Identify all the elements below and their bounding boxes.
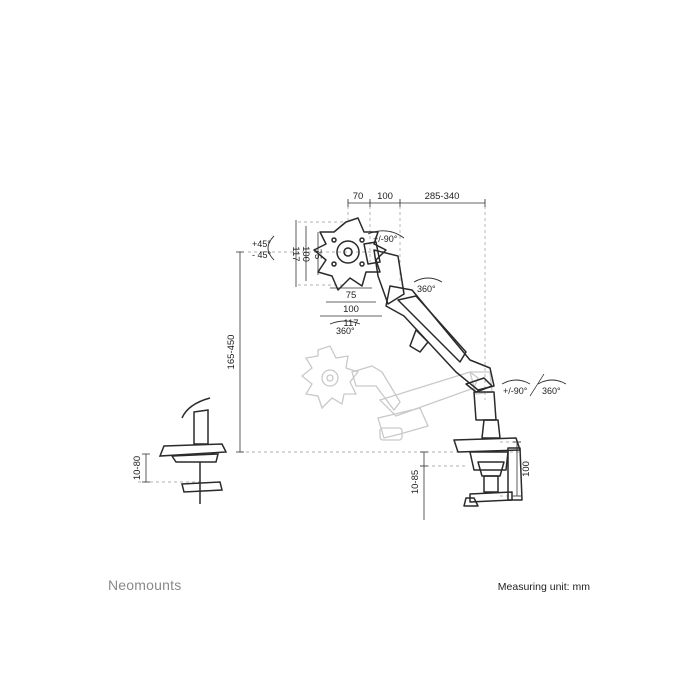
tilt-down: - 45° — [252, 250, 272, 260]
clamp-range: 10-80 — [132, 456, 143, 480]
base-height: 100 — [521, 461, 532, 477]
rotate-screen: 360° — [336, 326, 355, 336]
lowered-arm-ghost — [300, 345, 493, 441]
spin-base: 360° — [542, 386, 561, 396]
vesa-100-horizontal: 100 — [343, 304, 359, 315]
rotation-labels: +45° - 45° +/-90° 360° 360° +/-90° 360° — [252, 234, 561, 396]
vesa-117-vertical: 117 — [290, 246, 301, 261]
brand-name: Neomounts — [108, 577, 182, 593]
dim-100-top: 100 — [377, 191, 393, 202]
vesa-75-vertical: 75 — [312, 249, 323, 260]
height-range: 165-450 — [226, 335, 237, 370]
dim-reach: 285-340 — [425, 191, 460, 202]
vesa-100-vertical: 100 — [300, 246, 311, 262]
grommet-range: 10-85 — [410, 470, 421, 494]
swivel-arm: 360° — [417, 284, 436, 294]
dimension-lines — [142, 199, 521, 520]
desk-clamp-detail — [158, 397, 228, 504]
monitor-arm — [313, 217, 523, 507]
tilt-up: +45° — [252, 239, 271, 249]
pivot-base: +/-90° — [503, 386, 528, 396]
rotation-arrows — [267, 230, 567, 397]
vesa-75-horizontal: 75 — [346, 290, 357, 301]
dimension-labels: 70 100 285-340 75 100 117 75 100 117 165… — [132, 191, 532, 494]
rotate-head: +/-90° — [373, 234, 398, 244]
measuring-unit-note: Measuring unit: mm — [497, 581, 590, 593]
dim-70: 70 — [353, 191, 364, 202]
vesa-117-horizontal: 117 — [343, 318, 358, 329]
